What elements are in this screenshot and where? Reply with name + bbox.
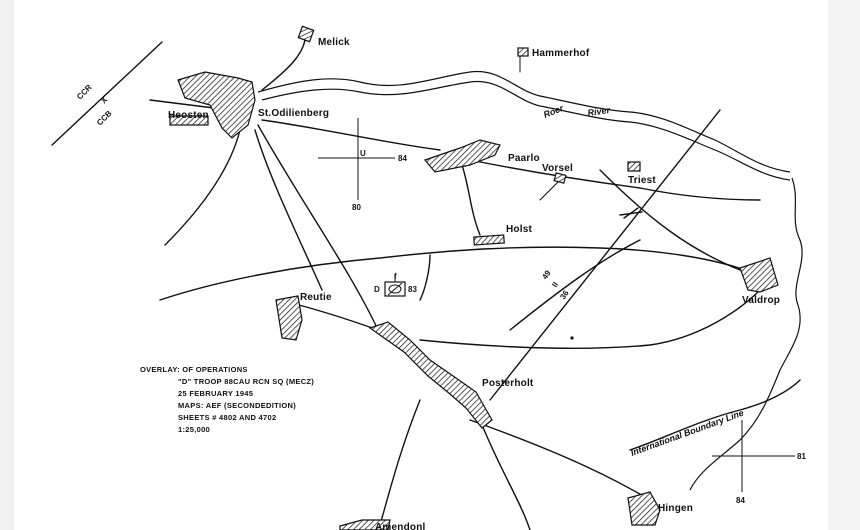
eastern-stream	[689, 177, 803, 491]
legend-line-2: "D" TROOP 88CAU RCN SQ (MECZ)	[178, 377, 314, 386]
legend-line-6: 1:25,000	[178, 425, 210, 434]
label-reutie: Reutie	[300, 292, 332, 303]
legend-line-5: SHEETS # 4802 AND 4702	[178, 413, 276, 422]
label-triest: Triest	[628, 175, 656, 186]
road-odilienberg-paarlo	[261, 119, 441, 151]
road-holst-posterholt	[419, 254, 431, 301]
label-grid-ii: II	[550, 280, 560, 289]
roadblock-marker-2	[623, 207, 639, 219]
road-holst-valdrop	[159, 246, 746, 301]
road-melick-odilienberg	[261, 39, 306, 91]
town-hingen-symbol	[627, 491, 661, 526]
town-posterholt-symbol	[368, 321, 493, 429]
roer-river	[257, 70, 791, 173]
left-paper-edge	[0, 0, 14, 530]
town-holst-symbol	[473, 234, 505, 246]
label-vorsel: Vorsel	[542, 163, 573, 174]
label-melick: Melick	[318, 37, 350, 48]
label-grid-f: f	[394, 272, 397, 281]
label-valdrop: Valdrop	[742, 295, 780, 306]
corps-boundary-line	[51, 41, 163, 146]
road-posterholt-valdrop	[419, 289, 761, 349]
label-grid-d: D	[374, 285, 380, 294]
road-paarlo-holst	[461, 164, 481, 236]
road-posterholt-hingen	[469, 419, 651, 501]
right-paper-edge	[828, 0, 860, 530]
town-amendonl-symbol	[339, 519, 391, 530]
road-odilienberg-south1	[164, 129, 241, 246]
unit-position-ellipse	[388, 284, 402, 294]
town-valdrop-symbol	[739, 257, 779, 293]
town-hammerhof-symbol	[517, 47, 529, 57]
town-paarlo-symbol	[423, 139, 501, 173]
unit-position-slash	[387, 282, 403, 296]
international-boundary-line	[629, 379, 801, 451]
road-posterholt-south	[479, 419, 531, 530]
town-vorsel-symbol	[553, 172, 567, 184]
road-posterholt-west	[379, 399, 421, 526]
town-melick-symbol	[297, 25, 315, 43]
road-odilienberg-south3	[257, 124, 379, 331]
grid-diagonal-line	[489, 109, 721, 401]
label-river-river: River	[587, 105, 611, 118]
town-reutie-symbol	[275, 295, 303, 341]
town-triest-symbol	[627, 161, 641, 172]
legend-line-1: OVERLAY: OF OPERATIONS	[140, 365, 248, 374]
label-boundary-x: X	[99, 95, 110, 106]
label-grid-lower-81: 81	[797, 452, 806, 461]
label-paarlo: Paarlo	[508, 153, 540, 164]
road-posterholt-east	[509, 239, 641, 331]
roer-river-bank	[261, 80, 791, 181]
label-grid-lower-84: 84	[736, 496, 745, 505]
road-triest-valdrop	[599, 169, 741, 271]
label-st-odilienberg: St.Odilienberg	[258, 108, 329, 119]
label-grid-83: 83	[408, 285, 417, 294]
town-heosten-symbol	[169, 115, 209, 126]
label-amendonl: Amendonl	[375, 522, 426, 530]
legend-line-4: MAPS: AEF (SECONDEDITION)	[178, 401, 296, 410]
legend-line-3: 25 FEBRUARY 1945	[178, 389, 253, 398]
label-grid-upper-84: 84	[398, 154, 407, 163]
label-heosten: Heosten	[168, 110, 209, 121]
label-grid-u: U	[360, 149, 366, 158]
label-hammerhof: Hammerhof	[532, 48, 590, 59]
point-marker	[570, 336, 574, 340]
road-vorsel-stub	[539, 179, 561, 201]
overlay-legend: OVERLAY: OF OPERATIONS "D" TROOP 88CAU R…	[140, 365, 314, 434]
label-hingen: Hingen	[658, 503, 693, 514]
road-odilienberg-south2	[254, 129, 323, 291]
label-grid-upper-80: 80	[352, 203, 361, 212]
town-st-odilienberg-symbol	[177, 71, 256, 139]
label-posterholt: Posterholt	[482, 378, 534, 389]
road-paarlo-triest	[469, 159, 761, 201]
label-holst: Holst	[506, 224, 532, 235]
